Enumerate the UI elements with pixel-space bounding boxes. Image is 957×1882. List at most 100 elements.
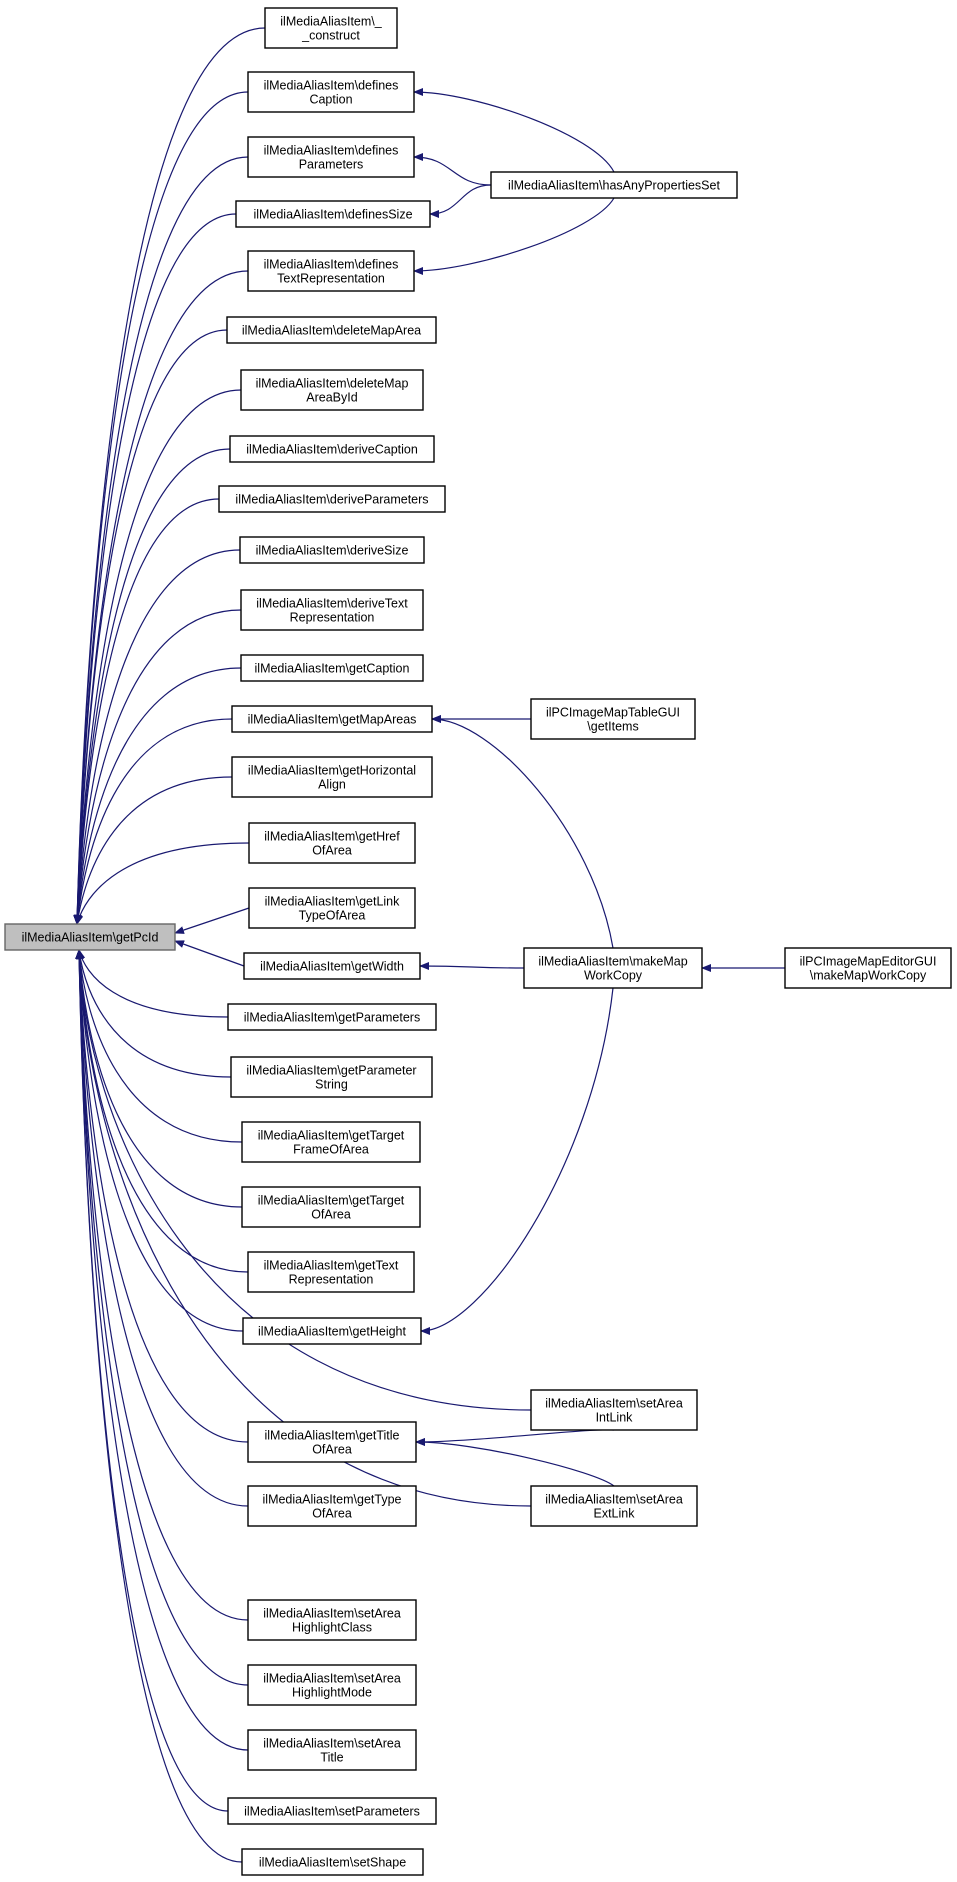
edge-getLinkTypeOfArea-to-root bbox=[174, 907, 250, 934]
node-label: OfArea bbox=[312, 844, 352, 858]
edge-deriveParameters-to-root bbox=[73, 498, 220, 925]
node-tableGetItems[interactable]: ilPCImageMapTableGUI\getItems bbox=[530, 698, 696, 740]
edge-makeMapWorkCopy-to-getHeight bbox=[420, 987, 614, 1335]
node-deriveSize[interactable]: ilMediaAliasItem\deriveSize bbox=[239, 536, 425, 564]
node-label: ilMediaAliasItem\hasAnyPropertiesSet bbox=[508, 179, 720, 193]
node-setShape[interactable]: ilMediaAliasItem\setShape bbox=[241, 1848, 424, 1876]
node-box bbox=[247, 1599, 417, 1641]
edge-deleteMapArea-to-root bbox=[73, 329, 228, 925]
edge-hasAnyPropertiesSet-to-definesTextRep bbox=[413, 197, 615, 275]
node-label: IntLink bbox=[596, 1411, 634, 1425]
node-root[interactable]: ilMediaAliasItem\getPcId bbox=[4, 923, 176, 951]
node-editorMakeMapWorkCopy[interactable]: ilPCImageMapEditorGUI\makeMapWorkCopy bbox=[784, 947, 952, 989]
node-label: ilMediaAliasItem\getHeight bbox=[258, 1325, 407, 1339]
edge-setAreaHighlightMode-to-root bbox=[75, 949, 249, 1686]
node-label: ilMediaAliasItem\getPcId bbox=[22, 931, 159, 945]
node-label: ilPCImageMapEditorGUI bbox=[800, 955, 937, 969]
node-label: ilMediaAliasItem\setArea bbox=[545, 1493, 683, 1507]
node-label: ilMediaAliasItem\getParameter bbox=[246, 1064, 416, 1078]
node-definesTextRep[interactable]: ilMediaAliasItem\definesTextRepresentati… bbox=[247, 250, 415, 292]
node-label: Align bbox=[318, 778, 346, 792]
node-box bbox=[247, 1251, 415, 1293]
edge-getTypeOfArea-to-root bbox=[75, 949, 249, 1507]
node-setParameters[interactable]: ilMediaAliasItem\setParameters bbox=[227, 1797, 437, 1825]
node-makeMapWorkCopy[interactable]: ilMediaAliasItem\makeMapWorkCopy bbox=[523, 947, 703, 989]
node-label: Parameters bbox=[299, 158, 364, 172]
node-label: OfArea bbox=[311, 1208, 351, 1222]
node-label: \getItems bbox=[587, 720, 638, 734]
edge-deriveTextRep-to-root bbox=[73, 609, 242, 925]
node-getCaption[interactable]: ilMediaAliasItem\getCaption bbox=[240, 654, 424, 682]
edge-getMapAreas-to-root bbox=[74, 718, 233, 925]
node-label: ilMediaAliasItem\setArea bbox=[263, 1672, 401, 1686]
node-getHeight[interactable]: ilMediaAliasItem\getHeight bbox=[242, 1317, 422, 1345]
node-hasAnyPropertiesSet[interactable]: ilMediaAliasItem\hasAnyPropertiesSet bbox=[490, 171, 738, 199]
node-box bbox=[235, 200, 431, 228]
edge-setAreaHighlightClass-to-root bbox=[75, 949, 249, 1621]
node-box bbox=[784, 947, 952, 989]
node-deriveParameters[interactable]: ilMediaAliasItem\deriveParameters bbox=[218, 485, 446, 513]
node-box bbox=[490, 171, 738, 199]
node-deleteMapArea[interactable]: ilMediaAliasItem\deleteMapArea bbox=[226, 316, 437, 344]
node-box bbox=[530, 698, 696, 740]
node-label: ilMediaAliasItem\getHorizontal bbox=[248, 764, 416, 778]
node-box bbox=[247, 1485, 417, 1527]
node-box bbox=[523, 947, 703, 989]
node-box bbox=[231, 705, 433, 733]
node-box bbox=[247, 1729, 417, 1771]
node-box bbox=[248, 822, 416, 864]
node-label: ilMediaAliasItem\definesSize bbox=[253, 208, 412, 222]
node-label: ilMediaAliasItem\setParameters bbox=[244, 1805, 420, 1819]
node-construct[interactable]: ilMediaAliasItem\__construct bbox=[264, 7, 398, 49]
node-box bbox=[247, 1664, 417, 1706]
node-getParameters[interactable]: ilMediaAliasItem\getParameters bbox=[227, 1003, 437, 1031]
node-label: \makeMapWorkCopy bbox=[810, 969, 927, 983]
node-label: ilMediaAliasItem\getWidth bbox=[260, 960, 404, 974]
edge-makeMapWorkCopy-to-getWidth bbox=[419, 962, 525, 971]
node-label: OfArea bbox=[312, 1507, 352, 1521]
node-label: ilMediaAliasItem\setArea bbox=[263, 1607, 401, 1621]
edge-setAreaIntLink-to-getTitleOfArea bbox=[415, 1429, 615, 1446]
edge-definesSize-to-root bbox=[73, 213, 237, 925]
node-box bbox=[247, 71, 415, 113]
node-label: ilMediaAliasItem\deleteMapArea bbox=[242, 324, 421, 338]
node-box bbox=[247, 1421, 417, 1463]
edge-getTargetFrameOfArea-to-root bbox=[75, 949, 243, 1143]
node-deriveTextRep[interactable]: ilMediaAliasItem\deriveTextRepresentatio… bbox=[240, 589, 424, 631]
node-deriveCaption[interactable]: ilMediaAliasItem\deriveCaption bbox=[229, 435, 435, 463]
node-box bbox=[530, 1485, 698, 1527]
node-definesSize[interactable]: ilMediaAliasItem\definesSize bbox=[235, 200, 431, 228]
node-getWidth[interactable]: ilMediaAliasItem\getWidth bbox=[243, 952, 421, 980]
node-box bbox=[242, 1317, 422, 1345]
node-box bbox=[240, 654, 424, 682]
node-label: Representation bbox=[289, 1273, 374, 1287]
node-label: HighlightMode bbox=[292, 1686, 372, 1700]
node-label: Title bbox=[320, 1751, 343, 1765]
node-label: ilMediaAliasItem\getTarget bbox=[258, 1129, 405, 1143]
node-label: ilMediaAliasItem\getLink bbox=[265, 895, 401, 909]
node-label: Representation bbox=[290, 611, 375, 625]
node-box bbox=[247, 250, 415, 292]
node-box bbox=[248, 887, 416, 929]
node-getMapAreas[interactable]: ilMediaAliasItem\getMapAreas bbox=[231, 705, 433, 733]
node-label: ilMediaAliasItem\defines bbox=[264, 258, 399, 272]
edge-getHorizontalAlign-to-root bbox=[74, 776, 233, 925]
